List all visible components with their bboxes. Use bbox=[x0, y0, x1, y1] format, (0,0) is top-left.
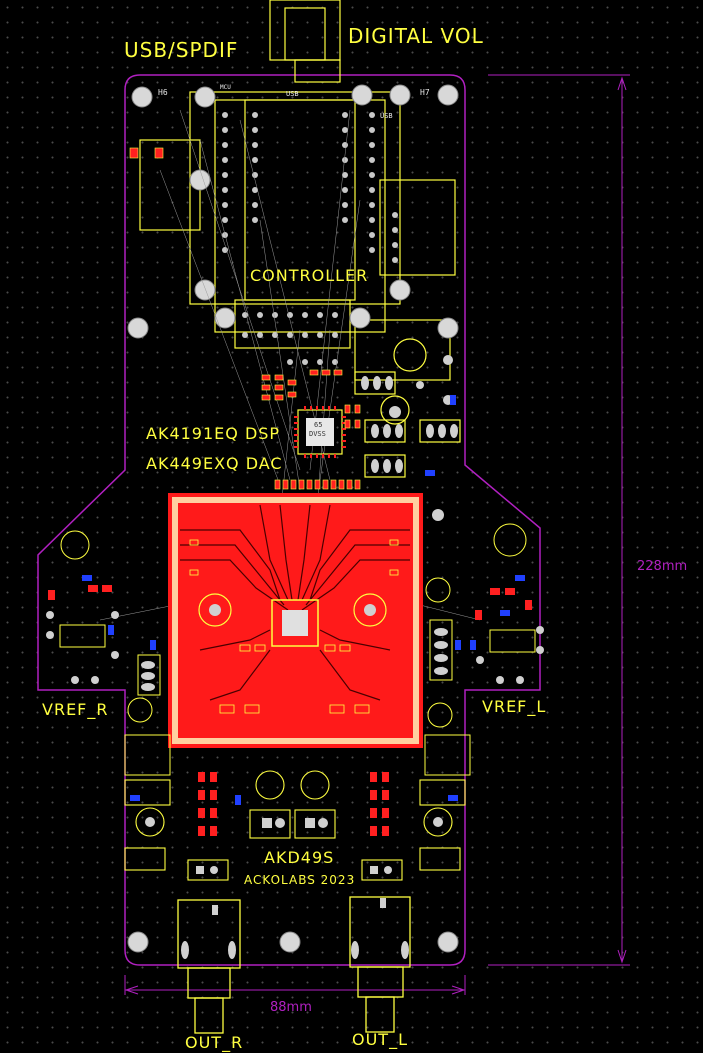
bottom-analog-pads bbox=[145, 817, 443, 874]
out-r-connector bbox=[177, 899, 241, 1034]
dac-chip bbox=[271, 599, 319, 647]
usb-small-label-2: USB bbox=[380, 112, 393, 120]
power-pads-right bbox=[361, 355, 458, 521]
left-wing bbox=[59, 530, 171, 776]
out-r-label: OUT_R bbox=[185, 1033, 244, 1052]
ic-label-1: 65 bbox=[314, 421, 323, 429]
bottom-analog bbox=[124, 770, 466, 881]
dsp-label: AK4191EQ DSP bbox=[146, 424, 281, 443]
dsp-chip bbox=[294, 406, 346, 458]
height-dimension bbox=[488, 74, 630, 966]
dac-capacitors bbox=[198, 593, 387, 627]
output-connector-pads bbox=[181, 898, 409, 959]
dac-label: AK449EXQ DAC bbox=[146, 454, 283, 473]
dac-smd-outlines bbox=[189, 539, 399, 714]
right-wing bbox=[424, 523, 536, 776]
left-wing-parts bbox=[46, 575, 156, 691]
dac-pad-border bbox=[172, 497, 419, 744]
board-outline bbox=[37, 74, 541, 966]
bottom-blue-parts bbox=[130, 795, 458, 805]
right-wing-parts bbox=[434, 575, 544, 684]
vref-l-label: VREF_L bbox=[482, 697, 547, 716]
out-l-connector bbox=[349, 896, 411, 1033]
power-section-right bbox=[354, 338, 461, 478]
mcu-label: MCU bbox=[220, 84, 231, 91]
board-name-label: AKD49S bbox=[264, 848, 335, 867]
usb-small-label: USB bbox=[286, 90, 299, 98]
width-dimension bbox=[124, 975, 466, 995]
credit-label: ACKOLABS 2023 bbox=[244, 873, 356, 887]
dac-capacitor-pads bbox=[209, 604, 376, 616]
bottom-resistors bbox=[198, 772, 389, 836]
h6-label: H6 bbox=[158, 88, 168, 97]
h7-label: H7 bbox=[420, 88, 430, 97]
top-connector bbox=[269, 0, 341, 83]
smd-components bbox=[129, 147, 361, 490]
controller-label: CONTROLLER bbox=[250, 266, 369, 285]
ic-label-2: DVSS bbox=[309, 430, 326, 438]
mounting-holes bbox=[127, 84, 459, 953]
vref-r-label: VREF_R bbox=[42, 700, 109, 719]
controller-module bbox=[139, 91, 456, 381]
dac-traces bbox=[180, 504, 410, 701]
controller-pins bbox=[222, 112, 398, 365]
blue-components-right bbox=[425, 395, 461, 650]
width-dimension-label: 88mm bbox=[270, 1000, 312, 1015]
digital-vol-label: DIGITAL VOL bbox=[348, 24, 484, 48]
out-l-label: OUT_L bbox=[352, 1030, 408, 1049]
height-dimension-label: 228mm bbox=[637, 559, 688, 574]
usb-spdif-label: USB/SPDIF bbox=[124, 38, 239, 62]
